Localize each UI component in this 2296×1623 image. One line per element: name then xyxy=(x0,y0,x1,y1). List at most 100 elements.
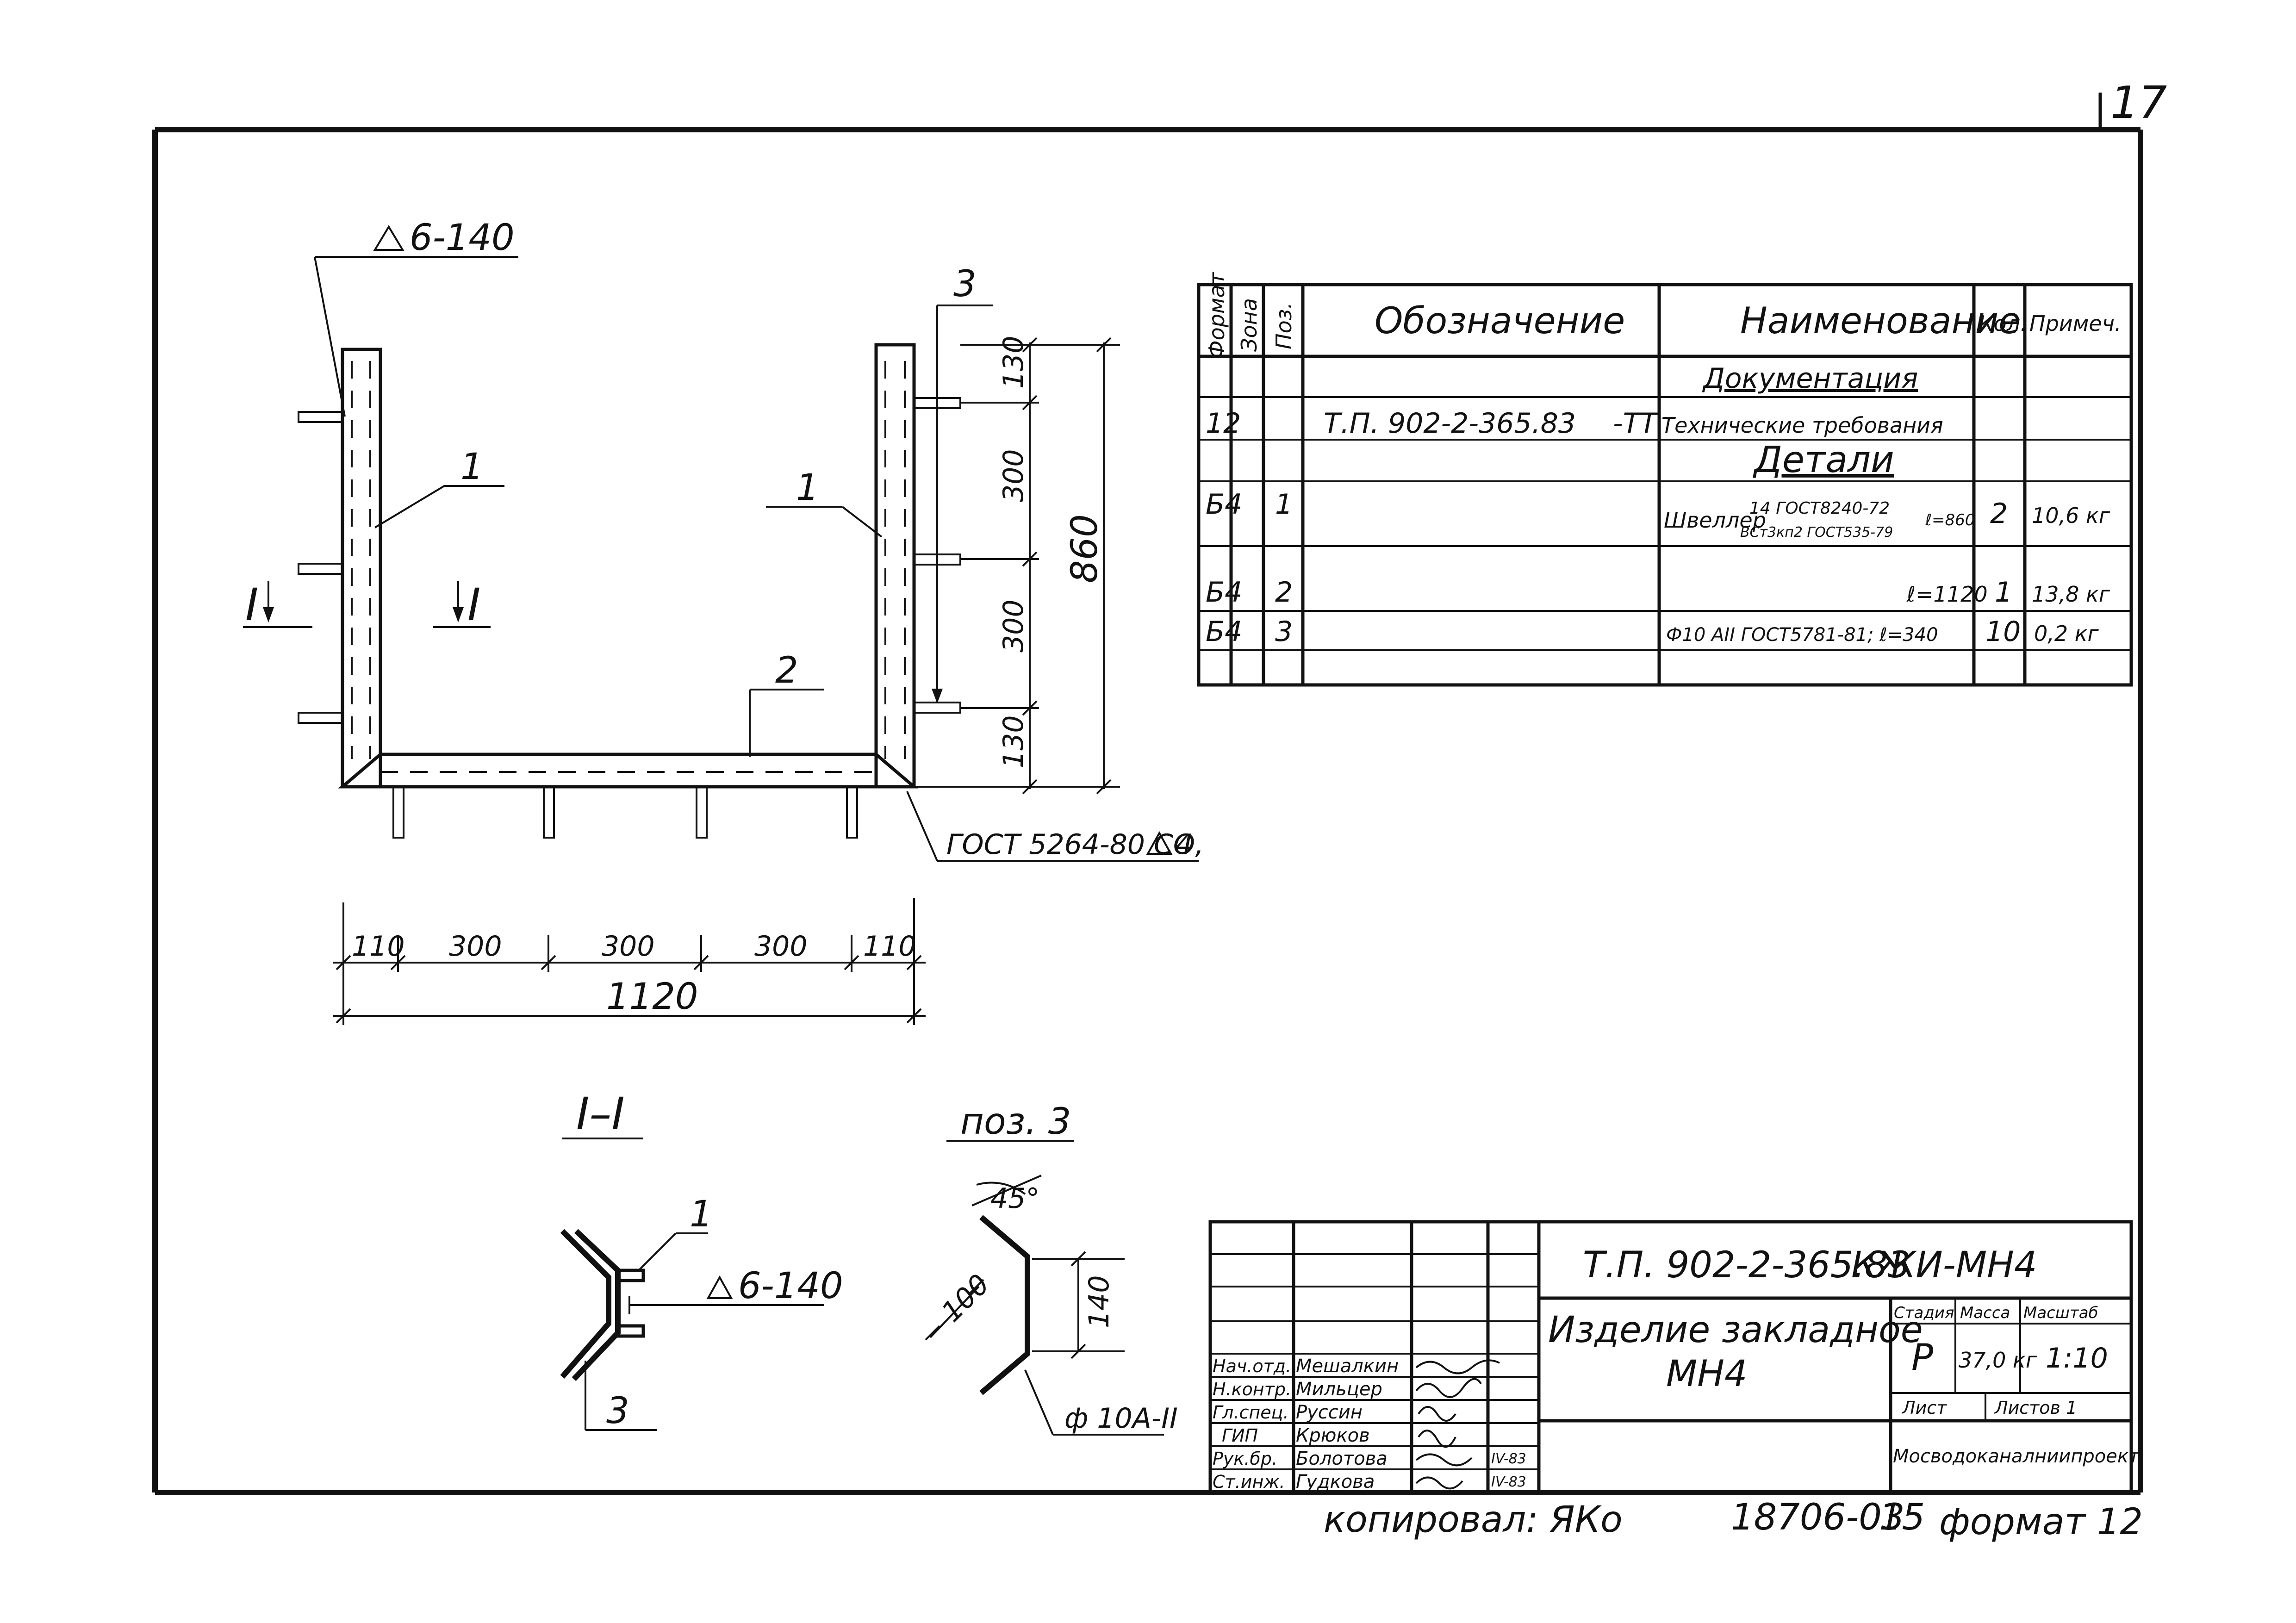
page-number: 17 xyxy=(2110,77,2167,129)
tb-role-2: Гл.спец. xyxy=(1213,1402,1289,1423)
section-mark-3 xyxy=(932,305,993,703)
section-I-markers xyxy=(243,581,491,628)
spec-row4-note: 0,2 кг xyxy=(2034,621,2099,646)
leader-pos1-left xyxy=(374,485,445,529)
title-block xyxy=(1208,1220,2133,1494)
tb-role-5: Ст.инж. xyxy=(1213,1472,1285,1492)
format-label: формат 12 xyxy=(1939,1501,2143,1543)
spec-h-note: Примеч. xyxy=(2029,311,2122,336)
tb-mark: КЖИ-МН4 xyxy=(1851,1244,2037,1286)
spec-row2-name-bottom: ВСт3кп2 ГОСТ535-79 xyxy=(1740,524,1893,541)
inventory-number: 18706-03 xyxy=(1731,1497,1905,1538)
inventory-sheet: 15 xyxy=(1879,1497,1925,1538)
tb-sheet-h: Лист xyxy=(1901,1398,1948,1418)
spec-row2-qty: 2 xyxy=(1990,497,2008,530)
leader-pos1-right-diag xyxy=(841,506,883,538)
spec-row2-name-len: ℓ=860 xyxy=(1925,511,1975,529)
pos1-right-label: 1 xyxy=(796,467,819,509)
spec-h-name: Наименование xyxy=(1740,300,2021,342)
pos3-angle: 45° xyxy=(990,1182,1039,1215)
pos3-bar: ф 10А-II xyxy=(1064,1402,1178,1435)
spec-row4-name: Ф10 АII ГОСТ5781-81; ℓ=340 xyxy=(1666,624,1938,646)
tb-code: Т.П. 902-2-365.83 xyxy=(1583,1244,1910,1286)
weld-callout-bottom xyxy=(906,791,1199,862)
spec-row1-designation: Т.П. 902-2-365.83 xyxy=(1324,407,1576,440)
tb-name-0: Мешалкин xyxy=(1296,1356,1399,1377)
weld-gost-leg: 4 xyxy=(1176,828,1193,861)
sheet-frame xyxy=(152,93,2143,1495)
tb-scale: 1:10 xyxy=(2046,1342,2108,1374)
weld-gost-label: ГОСТ 5264-80 СО, xyxy=(946,828,1204,861)
spec-h-designation: Обозначение xyxy=(1375,300,1625,342)
pos2-label: 2 xyxy=(775,650,798,691)
vertical-dimension-chain xyxy=(914,337,1120,795)
spec-row2-pos: 1 xyxy=(1275,488,1293,521)
pos3-dim-100: 100 xyxy=(935,1268,996,1328)
dim-h-total: 1120 xyxy=(606,976,698,1018)
spec-section-details: Детали xyxy=(1753,439,1894,481)
spec-row3-name: ℓ=1120 xyxy=(1906,582,1988,607)
tb-role-1: Н.контр. xyxy=(1213,1379,1291,1399)
dim-h-300-1: 300 xyxy=(449,930,502,963)
spec-row1-suffix: -ТТ xyxy=(1613,407,1659,440)
dim-h-300-3: 300 xyxy=(754,930,808,963)
spec-row2-name-main: Швеллер xyxy=(1664,508,1766,533)
spec-h-format: Формат xyxy=(1204,272,1229,359)
weld-top-label: 6-140 xyxy=(410,217,515,259)
tb-name-2: Руссин xyxy=(1296,1402,1363,1423)
dim-v-total: 860 xyxy=(1064,514,1106,583)
horizontal-dimension-chain xyxy=(333,898,926,1025)
tb-name-4: Болотова xyxy=(1296,1448,1388,1469)
section-weld-label: 6-140 xyxy=(738,1265,843,1307)
channel-right xyxy=(874,343,916,789)
channel-bottom xyxy=(338,752,919,789)
spec-row4-pos: 3 xyxy=(1275,616,1293,648)
section-I-I-title: I–I xyxy=(576,1088,625,1140)
tb-name-3: Крюков xyxy=(1296,1425,1370,1446)
spec-row3-format: Б4 xyxy=(1206,576,1242,609)
weld-callout-top xyxy=(314,225,518,417)
spec-row2-format: Б4 xyxy=(1206,488,1242,521)
tb-role-4: Рук.бр. xyxy=(1213,1449,1277,1469)
spec-row2-note: 10,6 кг xyxy=(2032,503,2110,528)
tb-mass-h: Масса xyxy=(1960,1304,2010,1322)
tb-role-0: Нач.отд. xyxy=(1213,1356,1291,1376)
spec-section-documentation: Документация xyxy=(1702,362,1918,395)
tb-name-1: Мильцер xyxy=(1296,1379,1382,1400)
section-I-left: I xyxy=(245,579,258,631)
section-pos1-label: 1 xyxy=(690,1194,713,1235)
dim-h-110-right: 110 xyxy=(863,930,916,963)
tb-org: Мосводоканалниипроект xyxy=(1893,1446,2140,1467)
spec-row4-format: Б4 xyxy=(1206,616,1242,648)
dim-v-300-lower: 300 xyxy=(997,599,1030,653)
tb-role-3: ГИП xyxy=(1222,1425,1258,1446)
dim-v-130-top: 130 xyxy=(997,336,1030,389)
dim-v-130-bottom: 130 xyxy=(997,715,1030,768)
pos3-view: поз. 3 xyxy=(925,1101,1164,1436)
channel-left xyxy=(341,348,382,789)
spec-row4-qty: 10 xyxy=(1985,616,2021,648)
tb-sheets-h: Листов 1 xyxy=(1994,1398,2077,1418)
pos3-dim-140: 140 xyxy=(1083,1275,1115,1328)
spec-row3-note: 13,8 кг xyxy=(2032,582,2110,607)
section-mark-3-label: 3 xyxy=(953,263,977,305)
tb-stage-h: Стадия xyxy=(1894,1304,1954,1322)
spec-row2-name-top: 14 ГОСТ8240-72 xyxy=(1749,499,1890,518)
tb-scale-h: Масштаб xyxy=(2023,1304,2098,1322)
section-I-right: I xyxy=(467,579,480,631)
tb-date-4: IV-83 xyxy=(1491,1451,1526,1467)
pos3-title: поз. 3 xyxy=(960,1101,1071,1143)
anchor-bars-left xyxy=(298,411,343,724)
dim-v-300-upper: 300 xyxy=(997,449,1030,502)
spec-h-zone: Зона xyxy=(1237,298,1262,352)
tb-date-5: IV-83 xyxy=(1491,1474,1526,1490)
dim-h-300-2: 300 xyxy=(602,930,655,963)
anchor-bars-bottom xyxy=(392,786,858,839)
section-I-I-view: I–I xyxy=(560,1088,824,1431)
spec-h-pos: Поз. xyxy=(1271,302,1296,349)
spec-table xyxy=(1197,283,2133,687)
signatures xyxy=(1415,1359,1500,1490)
tb-stage: Р xyxy=(1911,1337,1933,1379)
tb-mass: 37,0 кг xyxy=(1959,1348,2037,1373)
